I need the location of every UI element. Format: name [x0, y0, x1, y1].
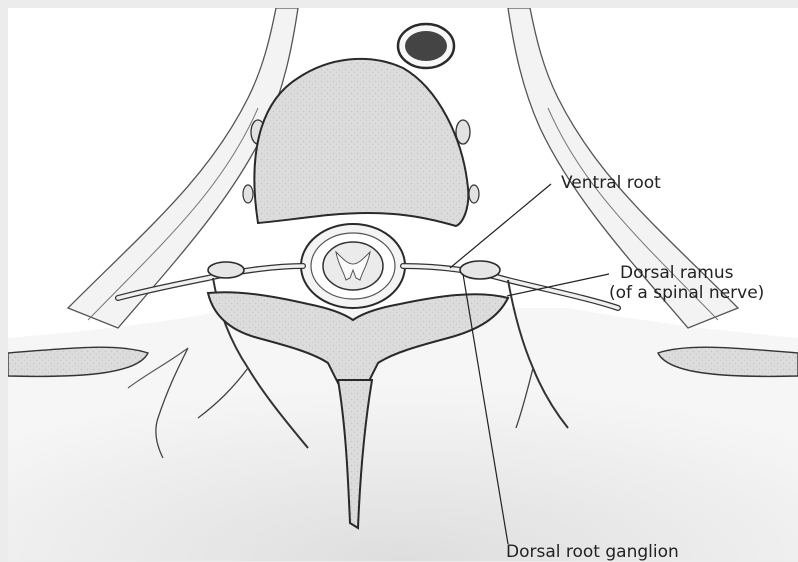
label-dorsal-ramus-note: (of a spinal nerve) [609, 283, 764, 303]
label-dorsal-ramus: Dorsal ramus [620, 263, 733, 283]
dorsal-root-ganglion [460, 261, 500, 279]
label-ventral-root: Ventral root [561, 173, 661, 193]
label-dorsal-root-ganglion: Dorsal root ganglion [506, 542, 679, 562]
vertebral-body [254, 59, 468, 226]
figure-panel: Ventral root Dorsal ramus (of a spinal n… [8, 8, 798, 561]
